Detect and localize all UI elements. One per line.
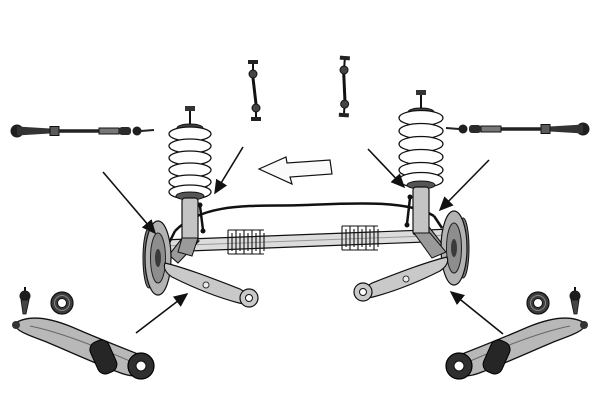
pointer-arrow-4 [438, 159, 490, 212]
stabilizer-link-top-right [334, 54, 355, 119]
pointer-arrow-2 [214, 146, 244, 195]
coil-spring-strut-right [398, 90, 447, 259]
pointer-arrow-5 [135, 293, 189, 334]
tie-rod-left [8, 122, 156, 140]
axle-crossmember [161, 228, 453, 253]
pointer-arrow-6 [449, 290, 504, 335]
wishbone-bottom-right [445, 286, 589, 380]
pointer-arrow-1 [102, 171, 157, 235]
stabilizer-link-top-left [246, 58, 263, 123]
direction-block-arrow [257, 156, 333, 186]
tie-rod-right [444, 120, 592, 138]
coil-spring-strut-left [168, 106, 212, 257]
pointer-arrows [102, 146, 504, 335]
lower-control-arm-right [353, 256, 449, 302]
wishbone-bottom-left [11, 286, 155, 380]
pointer-arrow-3 [367, 148, 406, 189]
